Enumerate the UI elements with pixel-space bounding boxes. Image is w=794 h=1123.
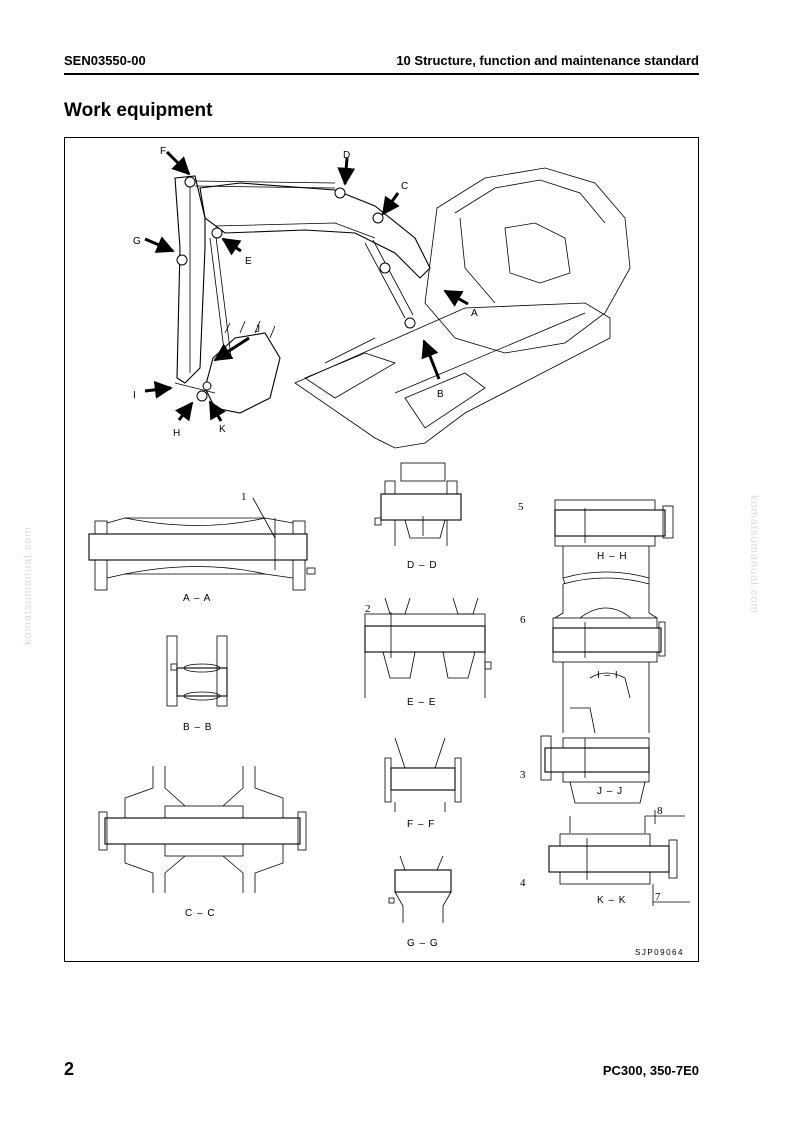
section-label-c-c: C – C [185, 908, 216, 919]
excavator-overview-drawing [144, 150, 631, 449]
section-b-b-drawing [166, 635, 228, 707]
part-number-2: 2 [365, 603, 371, 615]
callout-f: F [160, 146, 166, 157]
part-number-5: 5 [518, 501, 524, 513]
section-heading: 10 Structure, function and maintenance s… [396, 53, 699, 68]
section-label-f-f: F – F [407, 819, 435, 830]
figure-code: SJP09064 [635, 948, 684, 957]
callout-b: B [437, 389, 444, 400]
section-label-h-h: H – H [597, 551, 628, 562]
section-d-d-drawing [374, 462, 462, 546]
callout-d: D [343, 150, 350, 161]
part-number-4: 4 [520, 877, 526, 889]
callout-k: K [219, 424, 226, 435]
section-label-i-i: I – I [597, 670, 619, 681]
section-f-f-drawing [384, 737, 462, 812]
part-number-6: 6 [520, 614, 526, 626]
section-a-a-drawing [88, 497, 316, 591]
section-label-e-e: E – E [407, 697, 436, 708]
technical-drawing: F D C G E A J B I H K 1 A – A B – B [88, 146, 690, 957]
watermark-right: komatsumanual.com [748, 495, 760, 614]
callout-g: G [133, 236, 141, 247]
section-label-b-b: B – B [183, 722, 212, 733]
section-label-d-d: D – D [407, 560, 438, 571]
callout-labels: F D C G E A J B I H K [133, 146, 478, 439]
section-label-j-j: J – J [597, 786, 623, 797]
part-number-7: 7 [655, 891, 661, 903]
callout-h: H [173, 428, 180, 439]
callout-i: I [133, 390, 136, 401]
section-label-a-a: A – A [183, 593, 211, 604]
callout-c: C [401, 181, 408, 192]
part-number-1: 1 [241, 491, 247, 503]
section-g-g-drawing [388, 855, 452, 923]
work-equipment-figure: F D C G E A J B I H K 1 A – A B – B [64, 137, 699, 962]
section-label-g-g: G – G [407, 938, 439, 949]
document-code: SEN03550-00 [64, 53, 146, 68]
section-c-c-drawing [98, 766, 307, 893]
part-number-8: 8 [657, 805, 663, 817]
sections-h-k-drawing [540, 499, 690, 906]
callout-j: J [255, 324, 260, 335]
page-title: Work equipment [64, 100, 213, 121]
callout-e: E [245, 256, 252, 267]
model-number: PC300, 350-7E0 [602, 1063, 699, 1078]
page-number: 2 [64, 1059, 75, 1079]
part-number-3: 3 [520, 769, 526, 781]
callout-a: A [471, 308, 478, 319]
header-rule [64, 73, 699, 75]
section-label-k-k: K – K [597, 895, 626, 906]
section-e-e-drawing [364, 597, 492, 698]
watermark-left: komatsumanual.com [22, 526, 34, 646]
